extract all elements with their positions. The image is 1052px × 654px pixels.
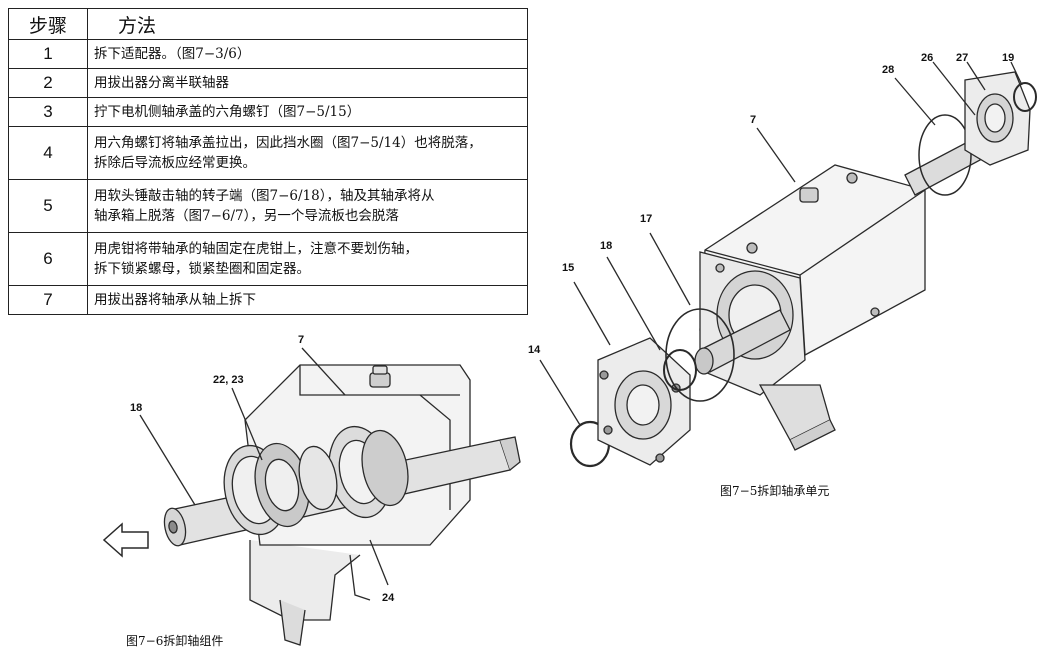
step-text-line: 用拔出器分离半联轴器 [94,75,229,91]
table-row: 5 用软头锤敲击轴的转子端（图7−6/18），轴及其轴承将从 轴承箱上脱落（图7… [8,179,528,233]
figure-caption-7-6: 图7−6拆卸轴组件 [126,634,224,648]
callout-26: 26 [921,52,934,64]
header-method: 方法 [87,8,528,40]
step-text-line: 拆除后导流板应经常更换。 [94,155,256,171]
step-text-line: 拆下锁紧螺母，锁紧垫圈和固定器。 [94,261,310,277]
callout-22-23: 22, 23 [213,374,244,386]
step-text-line: 拧下电机侧轴承盖的六角螺钉（图7−5/15） [94,104,361,120]
bearing-unit-drawing [539,61,1037,468]
callout-19: 19 [1002,52,1015,64]
step-text-line: 用拔出器将轴承从轴上拆下 [94,292,256,308]
procedure-table: 步骤 方法 1 拆下适配器。（图7−3/6） 2 用拔出器分离半联轴器 3 拧下… [8,8,528,315]
step-text: 用虎钳将带轴承的轴固定在虎钳上，注意不要划伤轴， 拆下锁紧螺母，锁紧垫圈和固定器… [87,232,528,286]
step-text-line: 用软头锤敲击轴的转子端（图7−6/18），轴及其轴承将从 [94,188,435,204]
table-row: 2 用拔出器分离半联轴器 [8,68,528,98]
table-header-row: 步骤 方法 [8,8,528,40]
step-text-line: 用六角螺钉将轴承盖拉出，因此挡水圈（图7−5/14）也将脱落， [94,135,482,151]
callout-27: 27 [956,52,969,64]
step-number: 6 [8,232,88,286]
callout-24: 24 [382,592,395,604]
callout-15: 15 [562,262,575,274]
step-number: 7 [8,285,88,315]
callout-14: 14 [528,344,541,356]
callout-7-right: 7 [750,114,757,126]
step-number: 2 [8,68,88,98]
step-text: 用拔出器分离半联轴器 [87,68,528,98]
header-step: 步骤 [8,8,88,40]
callout-17: 17 [640,213,653,225]
callout-28: 28 [882,64,895,76]
step-text-line: 用虎钳将带轴承的轴固定在虎钳上，注意不要划伤轴， [94,241,418,257]
callout-18-left: 18 [130,402,143,414]
step-text: 用软头锤敲击轴的转子端（图7−6/18），轴及其轴承将从 轴承箱上脱落（图7−6… [87,179,528,233]
figure-caption-7-5: 图7−5拆卸轴承单元 [720,484,830,498]
step-text-line: 拆下适配器。（图7−3/6） [94,46,251,62]
step-text-line: 轴承箱上脱落（图7−6/7），另一个导流板也会脱落 [94,208,399,224]
table-row: 6 用虎钳将带轴承的轴固定在虎钳上，注意不要划伤轴， 拆下锁紧螺母，锁紧垫圈和固… [8,232,528,286]
callout-7-left: 7 [298,334,305,346]
callout-18-right: 18 [600,240,613,252]
step-text: 用拔出器将轴承从轴上拆下 [87,285,528,315]
step-number: 3 [8,97,88,127]
shaft-assembly-drawing [102,347,521,646]
table-row: 7 用拔出器将轴承从轴上拆下 [8,285,528,315]
step-number: 5 [8,179,88,233]
